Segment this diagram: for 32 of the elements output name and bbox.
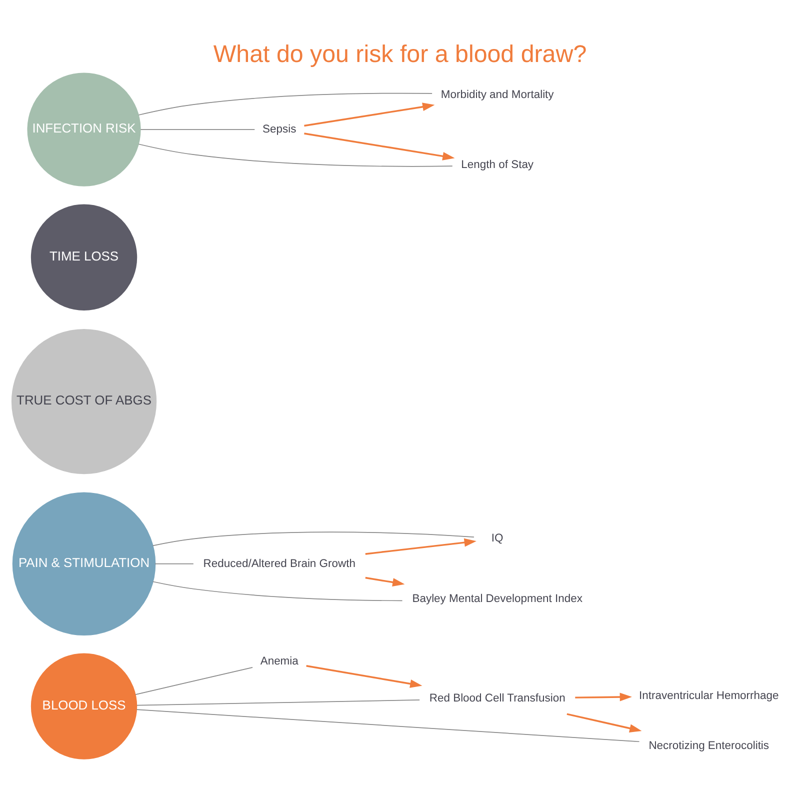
arrow xyxy=(304,102,435,126)
node-circle: TRUE COST OF ABGS xyxy=(11,328,157,474)
connector xyxy=(152,580,403,601)
arrow xyxy=(365,538,476,554)
arrow xyxy=(304,132,455,160)
arrow xyxy=(365,576,405,586)
arrow xyxy=(306,664,422,688)
node-text: Sepsis xyxy=(262,123,296,136)
node-text: Intraventricular Hemorrhage xyxy=(639,689,779,702)
connector xyxy=(140,128,256,130)
node-text: Reduced/Altered Brain Growth xyxy=(203,557,356,570)
node-circle: TIME LOSS xyxy=(30,204,138,310)
node-text: Necrotizing Enterocolitis xyxy=(648,739,770,752)
node-text: Anemia xyxy=(260,654,298,667)
connector xyxy=(138,143,453,166)
node-text: Length of Stay xyxy=(461,158,534,170)
diagram-title: What do you risk for a blood draw? xyxy=(213,40,587,68)
arrow xyxy=(575,692,632,701)
node-text: IQ xyxy=(491,532,504,544)
node-circle: PAIN & STIMULATION xyxy=(12,492,156,635)
connector xyxy=(135,666,253,694)
connector xyxy=(136,699,420,706)
connector xyxy=(136,708,640,742)
connector xyxy=(154,562,194,564)
node-circle: INFECTION RISK xyxy=(27,72,141,186)
node-text: Bayley Mental Development Index xyxy=(412,592,582,605)
connector xyxy=(152,531,474,546)
node-circle: BLOOD LOSS xyxy=(30,652,138,759)
connector xyxy=(138,92,432,115)
node-text: Morbidity and Mortality xyxy=(440,88,554,100)
node-text: Red Blood Cell Transfusion xyxy=(429,692,566,704)
arrow xyxy=(566,712,642,732)
